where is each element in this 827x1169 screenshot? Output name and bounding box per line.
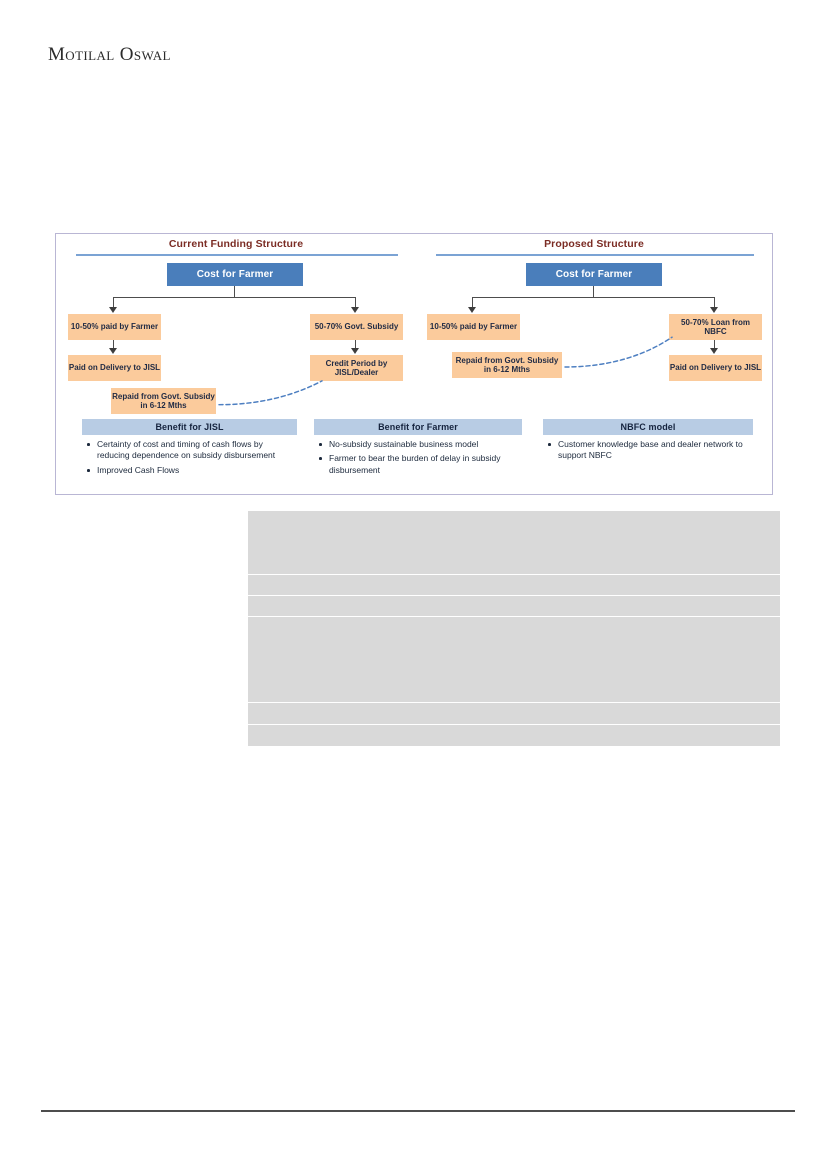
brand-logo: Motilal Oswal — [48, 44, 171, 65]
table-row — [248, 703, 780, 724]
benefit-heading: Benefit for JISL — [82, 419, 297, 435]
benefit-column-jisl: Benefit for JISL Certainty of cost and t… — [82, 419, 297, 479]
node-right-branch-outcome: Paid on Delivery to JISL — [669, 355, 762, 381]
connector-horizontal-bus — [472, 297, 715, 299]
node-repayment-note: Repaid from Govt. Subsidy in 6-12 Mths — [452, 352, 562, 378]
connector-root-stem — [593, 286, 595, 297]
benefit-item-list: No-subsidy sustainable business model Fa… — [314, 439, 522, 476]
node-left-branch-outcome: Paid on Delivery to JISL — [68, 355, 161, 381]
list-item: No-subsidy sustainable business model — [314, 439, 522, 450]
arrow-right-tier3 — [351, 348, 359, 354]
benefit-item-list: Customer knowledge base and dealer netwo… — [543, 439, 753, 462]
node-right-branch-outcome: Credit Period by JISL/Dealer — [310, 355, 403, 381]
benefit-column-farmer: Benefit for Farmer No-subsidy sustainabl… — [314, 419, 522, 479]
panel-title: Current Funding Structure — [168, 238, 304, 250]
connector-right-tier3 — [355, 340, 357, 349]
panel-current-funding-structure: Current Funding Structure Cost for Farme… — [56, 234, 416, 494]
list-item: Farmer to bear the burden of delay in su… — [314, 453, 522, 476]
footer-divider — [41, 1110, 795, 1112]
root-box-cost-for-farmer: Cost for Farmer — [526, 263, 662, 286]
benefit-heading: Benefit for Farmer — [314, 419, 522, 435]
connector-root-stem — [234, 286, 236, 297]
root-box-cost-for-farmer: Cost for Farmer — [167, 263, 303, 286]
table-row — [248, 617, 780, 702]
arrow-left-branch — [109, 307, 117, 313]
list-item: Customer knowledge base and dealer netwo… — [543, 439, 753, 462]
connector-right-tier3 — [714, 340, 716, 349]
table-row — [248, 596, 780, 616]
table-row — [248, 575, 780, 595]
arrow-right-branch — [710, 307, 718, 313]
connector-horizontal-bus — [113, 297, 356, 299]
connector-left-tier3 — [113, 340, 115, 349]
node-left-branch-source: 10-50% paid by Farmer — [427, 314, 520, 340]
node-left-branch-source: 10-50% paid by Farmer — [68, 314, 161, 340]
arrow-right-branch — [351, 307, 359, 313]
list-item: Improved Cash Flows — [82, 465, 297, 476]
funding-structure-figure: Current Funding Structure Cost for Farme… — [55, 233, 773, 495]
connector-right-drop — [355, 297, 357, 308]
benefit-heading: NBFC model — [543, 419, 753, 435]
arrow-right-tier3 — [710, 348, 718, 354]
table-row — [248, 725, 780, 746]
node-right-branch-source: 50-70% Loan from NBFC — [669, 314, 762, 340]
benefit-item-list: Certainty of cost and timing of cash flo… — [82, 439, 297, 476]
panel-title-underline — [436, 254, 754, 256]
connector-left-drop — [113, 297, 115, 308]
list-item: Certainty of cost and timing of cash flo… — [82, 439, 297, 462]
connector-right-drop — [714, 297, 716, 308]
connector-left-drop — [472, 297, 474, 308]
table-row — [248, 511, 780, 574]
arrow-left-branch — [468, 307, 476, 313]
node-repayment-note: Repaid from Govt. Subsidy in 6-12 Mths — [111, 388, 216, 414]
panel-title-underline — [76, 254, 398, 256]
benefit-column-nbfc: NBFC model Customer knowledge base and d… — [543, 419, 753, 465]
node-right-branch-source: 50-70% Govt. Subsidy — [310, 314, 403, 340]
arrow-left-tier3 — [109, 348, 117, 354]
data-table-placeholder — [248, 511, 780, 747]
panel-title: Proposed Structure — [544, 238, 644, 250]
